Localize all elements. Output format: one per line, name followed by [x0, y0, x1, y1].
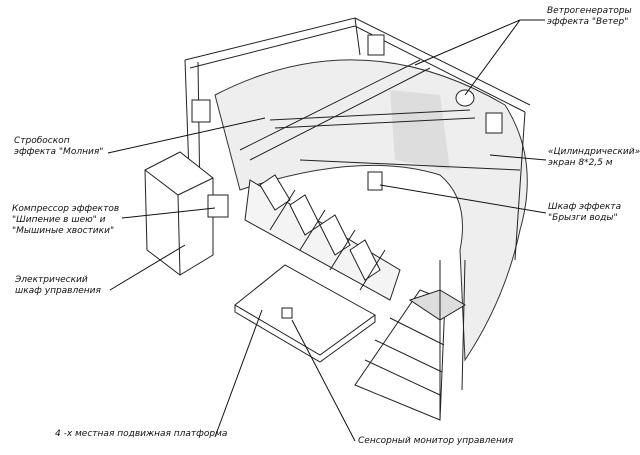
stairs	[354, 259, 466, 421]
leader-lines	[107, 19, 547, 442]
label-line: Электрический	[15, 275, 88, 285]
strobe-unit	[191, 99, 211, 123]
label-line: 4 -х местная подвижная платформа	[55, 429, 228, 439]
label-line: Сенсорный монитор управления	[358, 436, 514, 446]
label-screen: «Цилиндрический» экран 8*2,5 м	[548, 147, 640, 169]
label-compressor: Компрессор эффектов "Шипение в шею" и "М…	[12, 204, 119, 237]
screen-shade	[390, 90, 450, 170]
label-line: эффекта "Ветер"	[547, 17, 629, 27]
electrical-cabinet	[144, 151, 214, 276]
label-water-cabinet: Шкаф эффекта "Брызги воды"	[548, 202, 621, 224]
label-line: Стробоскоп	[14, 136, 70, 146]
overhead-frame	[184, 17, 531, 261]
label-line: «Цилиндрический»	[548, 147, 640, 157]
label-line: шкаф управления	[15, 286, 101, 296]
label-wind-generators: Ветрогенераторы эффекта "Ветер"	[547, 6, 632, 28]
touch-monitor	[281, 307, 293, 319]
cylindrical-screen	[214, 59, 528, 362]
label-platform: 4 -х местная подвижная платформа	[55, 429, 227, 440]
label-line: Компрессор эффектов	[12, 204, 120, 214]
label-line: Шкаф эффекта	[548, 202, 622, 212]
label-line: "Мышиные хвостики"	[12, 226, 115, 236]
label-line: экран 8*2,5 м	[548, 158, 613, 168]
compressor	[207, 194, 229, 218]
label-strobe: Стробоскоп эффекта "Молния"	[14, 136, 103, 158]
motion-platform	[234, 174, 401, 363]
label-line: эффекта "Молния"	[14, 147, 104, 157]
label-line: "Брызги воды"	[548, 213, 618, 223]
water-cabinet	[367, 171, 383, 191]
wind-generator-3	[485, 112, 503, 134]
label-touch-monitor: Сенсорный монитор управления	[358, 436, 513, 447]
wind-generator-2	[455, 89, 475, 107]
label-line: Ветрогенераторы	[547, 6, 632, 16]
wind-generator-1	[367, 34, 385, 56]
label-line: "Шипение в шею" и	[12, 215, 106, 225]
label-electrical-cabinet: Электрический шкаф управления	[15, 275, 101, 297]
